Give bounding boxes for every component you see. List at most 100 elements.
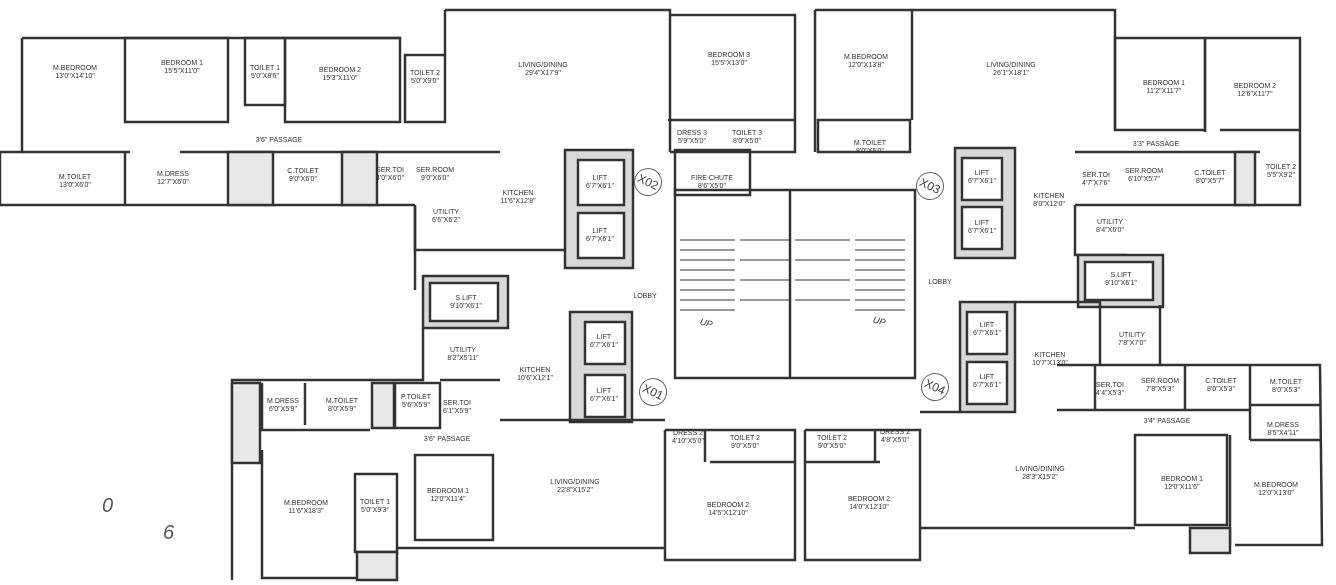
room-name: BEDROOM 1	[1160, 476, 1204, 483]
room-dimensions: 14'0"X12'10"	[849, 504, 889, 511]
room-dimensions: 6'7"X6'1"	[590, 396, 618, 403]
room-dimensions: 13'0"X6'0"	[59, 182, 91, 189]
room-name: TOILET 2	[816, 435, 848, 442]
room-name: UTILITY	[449, 347, 477, 354]
room-name: LIFT	[596, 334, 612, 341]
room-dimensions: 9'0"X5'0"	[731, 443, 759, 450]
room-name: TOILET 1	[249, 65, 281, 72]
room-name: KITCHEN	[519, 367, 551, 374]
room-name: BEDROOM 3	[707, 52, 751, 59]
room-name: LOBBY	[633, 293, 657, 300]
room-name: LIFT	[596, 388, 612, 395]
room-dimensions: 5'0"X9'0"	[411, 78, 439, 85]
passage: 3'4" PASSAGE	[1144, 418, 1191, 426]
room-dimensions: 10'7"X13'0"	[1032, 360, 1068, 367]
room-name: UTILITY	[432, 209, 460, 216]
room-dimensions: 6'7"X6'1"	[968, 228, 996, 235]
room-dimensions: 4'4"X5'3"	[1096, 390, 1124, 397]
room-name: SER.ROOM	[1124, 168, 1164, 175]
room-dimensions: 8'0"X5'3"	[1207, 386, 1235, 393]
room-dimensions: 7'8"X5'3"	[1146, 386, 1174, 393]
room-name: C.TOILET	[287, 168, 319, 175]
room-dimensions: 8'0"X5'0"	[856, 148, 884, 155]
room-dimensions: 9'10"X6'1"	[1105, 280, 1137, 287]
room-dimensions: 6'7"X6'1"	[968, 178, 996, 185]
room-dimensions: 15'5"X13'0"	[711, 60, 747, 67]
room-name: M.DRESS	[1267, 422, 1299, 429]
room-name: BEDROOM 1	[1142, 80, 1186, 87]
room-name: KITCHEN	[502, 190, 534, 197]
room-name: TOILET 1	[359, 499, 391, 506]
room-name: M.DRESS	[157, 171, 189, 178]
room-name: M.BEDROOM	[284, 500, 328, 507]
room-dimensions: 8'0"X12'0"	[1033, 201, 1065, 208]
room-name: 3'6" PASSAGE	[255, 137, 303, 144]
room-dimensions: 9'0"X6'0"	[421, 175, 449, 182]
room-dimensions: 15'5"X11'0"	[164, 68, 200, 75]
passage: 3'6" PASSAGE	[424, 436, 471, 444]
room-dimensions: 12'7"X6'0"	[157, 179, 189, 186]
room-dimensions: 6'7"X6'1"	[586, 236, 614, 243]
room-name: DRESS 2	[880, 429, 910, 436]
room-name: BEDROOM 1	[426, 488, 470, 495]
room-name: S.LIFT	[455, 295, 477, 302]
room-name: LIFT	[974, 170, 990, 177]
room-name: BEDROOM 2	[318, 67, 362, 74]
room-dimensions: 7'8"X7'0"	[1118, 340, 1146, 347]
room-name: TOILET 3	[731, 130, 763, 137]
room-name: M.DRESS	[267, 398, 299, 405]
room-name: 3'3" PASSAGE	[1132, 141, 1180, 148]
room-dimensions: 4'8"X5'0"	[881, 437, 909, 444]
room-dimensions: 26'1"X18'1"	[993, 70, 1029, 77]
room-dimensions: 8'5"X4'11"	[1267, 430, 1299, 437]
room-name: BEDROOM 2	[1233, 83, 1277, 90]
room-dimensions: 11'6"X12'8"	[500, 198, 536, 205]
room-name: M.BEDROOM	[844, 54, 888, 61]
room-name: LIFT	[592, 228, 608, 235]
room-name: DRESS 2	[673, 430, 703, 437]
room-name: KITCHEN	[1034, 352, 1066, 359]
lobby-label: LOBBY	[633, 293, 656, 301]
room-name: LIFT	[974, 220, 990, 227]
room-dimensions: 5'0"X8'6"	[251, 73, 279, 80]
room-dimensions: 8'6"X5'0"	[698, 183, 726, 190]
room-dimensions: 6'7"X6'1"	[973, 330, 1001, 337]
room-dimensions: 8'2"X5'11"	[447, 355, 479, 362]
room-dimensions: 14'5"X12'10"	[708, 510, 748, 517]
room-dimensions: 13'0"X14'10"	[55, 73, 95, 80]
room-name: LIVING/DINING	[550, 479, 600, 486]
room-dimensions: 12'0"X11'6"	[1164, 484, 1200, 491]
